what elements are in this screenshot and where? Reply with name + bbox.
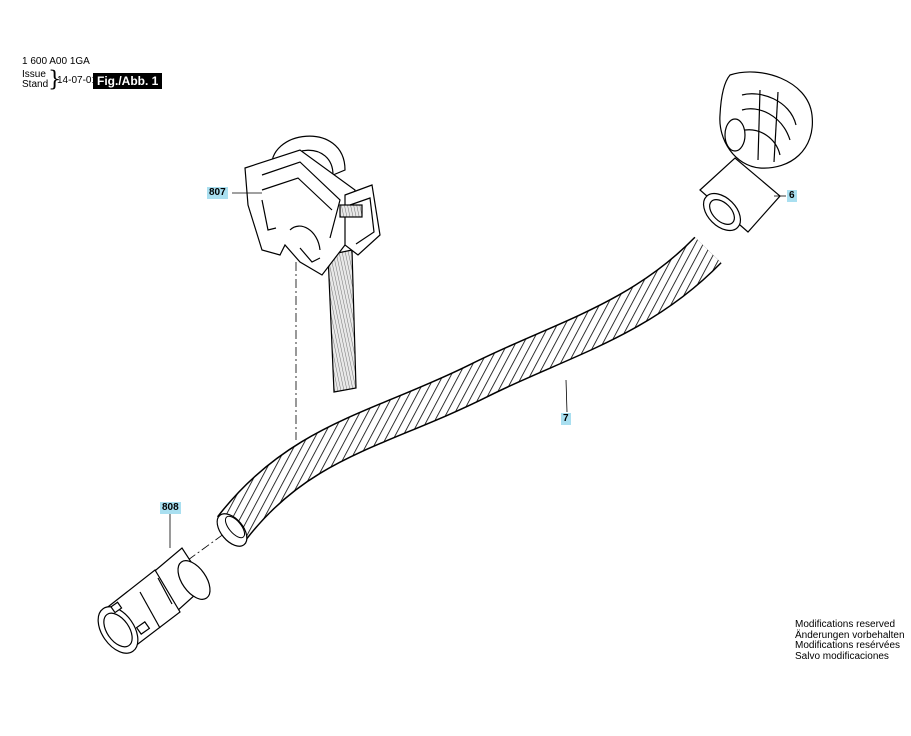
hose-clamp-holder (244, 135, 381, 393)
document-number: 1 600 A00 1GA (22, 56, 90, 67)
leader-line-7 (565, 379, 568, 413)
hose-adapter (97, 547, 211, 654)
callout-807: 807 (207, 187, 228, 199)
elbow-nozzle (699, 71, 813, 233)
issue-date: 14-07-01 (57, 75, 98, 86)
figure-label: Fig./Abb. 1 (93, 73, 163, 89)
modifications-es: Salvo modificaciones (795, 650, 889, 662)
modifications-de: Änderungen vorbehalten (795, 629, 905, 641)
modifications-fr: Modifications resérvées (795, 640, 901, 651)
modifications-notice: Modifications reserved Änderungen vorbeh… (795, 619, 905, 662)
stand-label: Stand (22, 79, 49, 90)
brace-symbol: } (48, 67, 62, 91)
callout-7: 7 (561, 413, 571, 425)
corrugated-hose (216, 236, 722, 547)
issue-labels: Issue Stand (22, 70, 48, 90)
callout-808: 808 (160, 502, 181, 514)
modifications-en: Modifications reserved (795, 619, 896, 630)
issue-label: Issue (22, 69, 46, 80)
callout-6: 6 (787, 190, 797, 202)
